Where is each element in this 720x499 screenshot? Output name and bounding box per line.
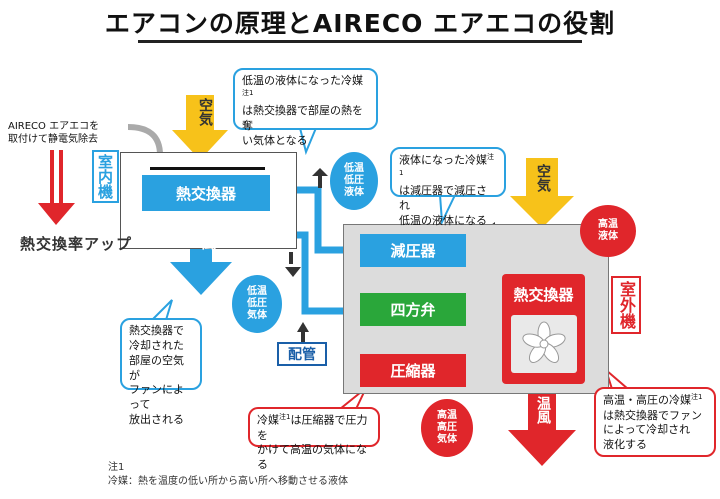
warm-air-label: 温風: [535, 396, 551, 424]
footnote-marker: 注1: [399, 153, 494, 177]
cloud-line: 液体: [598, 231, 618, 242]
flow-arrow-2: [312, 168, 328, 176]
callout-text: 低温の液体になった冷媒: [242, 74, 363, 87]
indoor-heat-exchanger: 熱交換器: [142, 175, 270, 211]
callout-text: 冷却された: [129, 338, 184, 352]
callout-decompression: 液体になった冷媒注1 は減圧器で減圧され 低温の液体になる: [390, 147, 506, 227]
callout-text: 液化する: [603, 438, 647, 452]
pipe-label: 配管: [277, 342, 327, 366]
title-underline: [138, 40, 582, 43]
footnote-label: 注1: [108, 462, 125, 473]
footnote-marker: 注1: [691, 393, 703, 401]
indoor-air-label: 空気: [197, 98, 213, 126]
callout-compression: 冷媒注1は圧縮器で圧力を かけて高温の気体になる: [248, 407, 380, 471]
callout-text: い気体となる: [242, 134, 308, 148]
callout-text: ファンによって: [129, 383, 184, 412]
aireco-note-line-2: 取付けて静電気除去: [8, 134, 98, 145]
state-cloud-high-gas: 高温高圧気体: [421, 399, 473, 457]
outdoor-air-intake-arrow: [510, 158, 574, 228]
callout-text: 低温の液体になる: [399, 213, 487, 227]
callout-text: は熱交換器で部屋の熱を奪: [242, 104, 363, 133]
callout-text: によって冷却され: [603, 423, 691, 437]
callout-text: 高温・高圧の冷媒: [603, 393, 691, 407]
cloud-line: 低圧: [344, 175, 364, 186]
outdoor-unit-label: 室外機: [611, 276, 641, 334]
callout-cooled-air: 熱交換器で 冷却された 部屋の空気が ファンによって 放出される: [120, 318, 202, 426]
callout-text: は減圧器で減圧され: [399, 184, 487, 212]
aireco-note: AIRECO エアエコを 取付けて静電気除去: [8, 120, 99, 146]
footnote-text: 冷媒：熱を温度の低い所から高い所へ移動させる液体: [108, 475, 348, 487]
pressure-reducer: 減圧器: [360, 234, 466, 267]
state-cloud-low-liquid: 低温低圧液体: [330, 152, 378, 210]
callout-text: は圧縮器で圧力を: [257, 413, 368, 442]
cloud-line: 気体: [247, 310, 267, 321]
warm-air-arrow: [508, 392, 576, 466]
efficiency-label: 熱交換率アップ: [20, 235, 133, 253]
fan-icon: [510, 315, 577, 373]
aireco-note-line-1: AIRECO エアエコを: [8, 121, 100, 132]
callout-text: 冷媒: [257, 413, 279, 427]
state-cloud-low-gas: 低温低圧気体: [232, 275, 282, 333]
footnote-marker: 注1: [279, 413, 291, 421]
callout-tail-3: [149, 299, 173, 321]
page-title: エアコンの原理とAIRECO エアエコの役割: [104, 9, 616, 38]
footnote: 注1 冷媒：熱を温度の低い所から高い所へ移動させる液体: [108, 461, 348, 488]
callout-text: 液体になった冷媒: [399, 153, 487, 167]
compressor: 圧縮器: [360, 354, 466, 387]
cold-air-label: 冷風: [200, 222, 216, 250]
indoor-air-intake-arrow: [172, 95, 228, 160]
aireco-pointer-arrow: [127, 124, 163, 156]
heat-exchange-up-arrow: [38, 150, 75, 225]
flow-arrow-1: [285, 267, 301, 277]
callout-evaporation: 低温の液体になった冷媒注1 は熱交換器で部屋の熱を奪 い気体となる: [233, 68, 378, 147]
state-cloud-high-liquid: 高温液体: [580, 205, 636, 257]
cloud-line: 高温: [437, 410, 457, 421]
cold-air-arrow: [170, 222, 232, 295]
pipe-pointer-arrow: [297, 322, 309, 332]
callout-text: かけて高温の気体になる: [257, 443, 367, 472]
outdoor-air-label: 空気: [535, 164, 551, 192]
outdoor-heat-exchanger-label: 熱交換器: [513, 286, 574, 304]
outdoor-heat-exchanger: 熱交換器: [502, 274, 585, 384]
indoor-filter-line: [150, 167, 265, 170]
cloud-line: 高温: [598, 219, 618, 230]
cloud-line: 液体: [344, 187, 364, 198]
cloud-line: 高圧: [437, 422, 457, 433]
four-way-valve: 四方弁: [360, 293, 466, 326]
footnote-marker: 注1: [242, 88, 254, 97]
callout-text: は熱交換器でファン: [603, 408, 702, 422]
callout-text: 熱交換器で: [129, 324, 184, 337]
callout-text: 放出される: [129, 413, 184, 427]
cloud-line: 低圧: [247, 298, 267, 309]
callout-text: 部屋の空気が: [129, 353, 184, 382]
cloud-line: 気体: [437, 434, 457, 445]
cloud-line: 低温: [247, 286, 267, 297]
callout-condensation: 高温・高圧の冷媒注1 は熱交換器でファン によって冷却され 液化する: [594, 387, 716, 457]
cloud-line: 低温: [344, 163, 364, 174]
indoor-unit-label: 室内機: [92, 150, 119, 203]
